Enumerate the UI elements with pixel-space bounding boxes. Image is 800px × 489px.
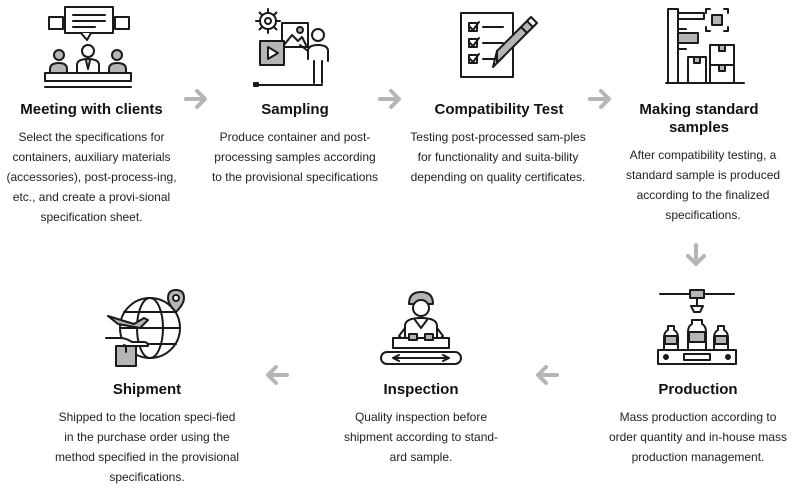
step-description: Produce container and post-processing sa… xyxy=(211,130,379,184)
checklist-pencil-icon xyxy=(457,9,539,81)
step-title: Shipment xyxy=(112,381,182,398)
step-description: Testing post-processed sam-ples for func… xyxy=(410,130,586,184)
step-title: Meeting with clients xyxy=(20,101,163,118)
inspection-worker-icon xyxy=(379,288,463,368)
step-sampling: Sampling Produce container and post-proc… xyxy=(207,0,383,240)
step-making-standard-samples: Making standard samples After compatibil… xyxy=(604,0,794,240)
step-production: Production Mass production according to … xyxy=(600,280,796,480)
arrow-right-icon xyxy=(184,87,212,111)
step-shipment: Shipment Shipped to the location speci-f… xyxy=(50,280,244,484)
arrow-down-icon xyxy=(684,243,708,271)
standard-samples-icon xyxy=(664,5,746,87)
arrow-left-icon xyxy=(531,363,559,387)
step-title: Making standard samples xyxy=(639,101,759,136)
global-shipping-icon xyxy=(104,288,190,370)
step-description: Quality inspection before shipment accor… xyxy=(343,410,499,464)
step-title: Production xyxy=(658,381,738,398)
step-description: Select the specifications for containers… xyxy=(6,130,177,224)
arrow-left-icon xyxy=(261,363,289,387)
step-title: Sampling xyxy=(261,101,329,118)
arrow-right-icon xyxy=(378,87,406,111)
step-title: Compatibility Test xyxy=(434,101,564,118)
meeting-icon xyxy=(43,5,133,91)
step-inspection: Inspection Quality inspection before shi… xyxy=(323,280,519,480)
step-description: Shipped to the location speci-fied in th… xyxy=(54,410,240,484)
step-description: Mass production according to order quant… xyxy=(608,410,788,464)
production-line-icon xyxy=(656,286,738,368)
step-title: Inspection xyxy=(383,381,459,398)
step-meeting-with-clients: Meeting with clients Select the specific… xyxy=(0,0,183,240)
arrow-right-icon xyxy=(588,87,616,111)
step-compatibility-test: Compatibility Test Testing post-processe… xyxy=(402,0,596,240)
step-description: After compatibility testing, a standard … xyxy=(625,148,781,222)
sampling-presentation-icon xyxy=(252,5,340,87)
